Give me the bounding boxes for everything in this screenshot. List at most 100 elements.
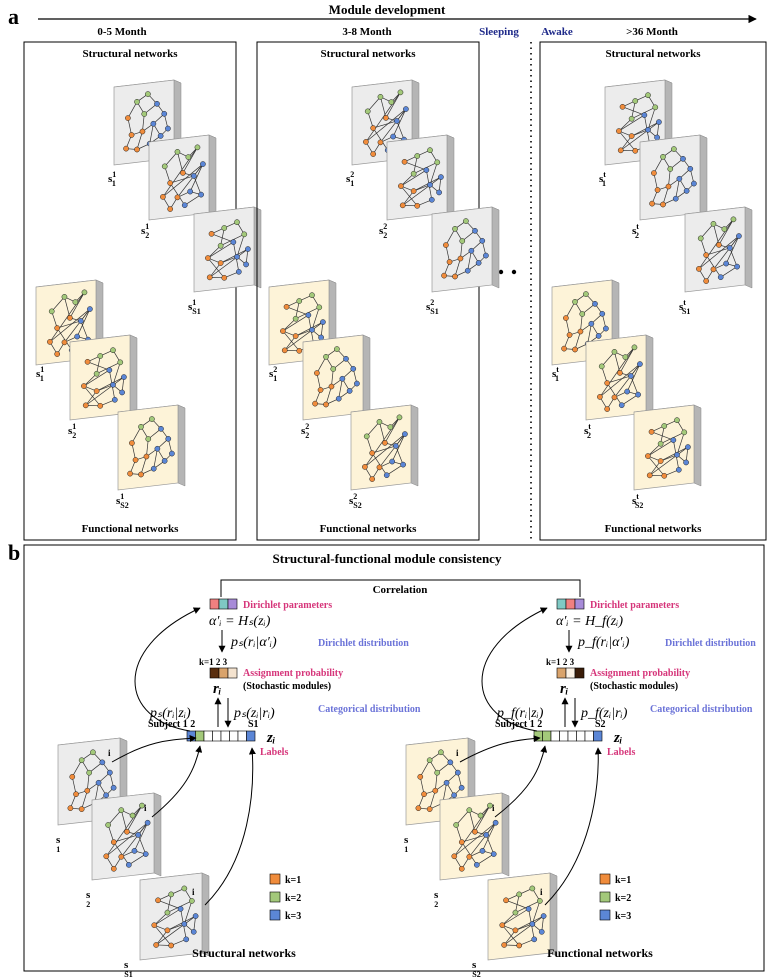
node-i-label: i (492, 803, 495, 813)
p-dirichlet: p_f(rᵢ|α′ᵢ) (577, 635, 630, 650)
structural-network-plate (386, 134, 455, 221)
age-group-frame (539, 41, 767, 541)
r-label: rᵢ (560, 681, 568, 697)
network-plate (91, 792, 162, 881)
functional-network-plate (350, 404, 419, 491)
z-label: zᵢ (613, 730, 622, 746)
structural-title: Structural networks (320, 48, 416, 60)
legend-swatch-k3 (599, 909, 611, 921)
subject-label: Subject 1 2 (148, 719, 195, 730)
network-plate (487, 872, 558, 961)
functional-network-plate (302, 334, 371, 421)
p-z-given-r: pₛ(zᵢ|rᵢ) (233, 706, 275, 721)
p-dirichlet: pₛ(rᵢ|α′ᵢ) (230, 635, 277, 650)
subject-label: Subject 1 2 (495, 719, 542, 730)
node-to-label-arrows-left (111, 607, 256, 906)
k-header: k=1 2 3 (546, 657, 575, 667)
labels-label: Labels (607, 747, 635, 758)
assignment-prob-block (556, 667, 585, 679)
legend-swatch-k1 (269, 873, 281, 885)
label-cell (567, 730, 577, 742)
structural-title: Structural networks (605, 48, 701, 60)
consistency-title: Structural-functional module consistency (273, 551, 502, 566)
dirichlet-param-block (209, 598, 238, 610)
node-i-label: i (540, 887, 543, 897)
functional-title: Functional networks (82, 523, 180, 535)
structural-network-plate (148, 134, 217, 221)
network-plate (139, 872, 210, 961)
legend-k2: k=2 (615, 893, 631, 904)
structural-networks-caption: Structural networks (192, 946, 296, 960)
correlation-bracket (220, 579, 581, 597)
p-z-given-r: p_f(zᵢ|rᵢ) (580, 706, 628, 721)
structural-network-plate (639, 134, 708, 221)
r-label: rᵢ (213, 681, 221, 697)
legend-k3: k=3 (285, 911, 301, 922)
functional-side: Dirichlet parameters α′ᵢ = H_f(zᵢ) p_f(r… (495, 598, 756, 758)
assignment-probability-label: Assignment probability (243, 668, 343, 679)
s1-end-label: S1 (248, 719, 259, 730)
alpha-equation: α′ᵢ = Hₛ(zᵢ) (209, 614, 271, 629)
label-cell (212, 730, 222, 742)
label-cell (220, 730, 230, 742)
legend-k2: k=2 (285, 893, 301, 904)
labels-label: Labels (260, 747, 288, 758)
module-development-label: Module development (329, 2, 446, 17)
legend-swatch-k2 (599, 891, 611, 903)
age-group-frame (256, 41, 480, 541)
node-i-label: i (192, 887, 195, 897)
age-group-frame (23, 41, 237, 541)
network-plate (439, 792, 510, 881)
label-cell (593, 730, 603, 742)
legend-k1: k=1 (285, 875, 301, 886)
label-cell (584, 730, 594, 742)
legend-swatch-k2 (269, 891, 281, 903)
functional-network-plate (585, 334, 654, 421)
dirichlet-parameters-label: Dirichlet parameters (243, 600, 332, 611)
legend-right: k=1 k=2 k=3 (599, 873, 631, 922)
legend-left: k=1 k=2 k=3 (269, 873, 301, 922)
label-cell (195, 730, 205, 742)
structural-network-plate (193, 206, 262, 293)
dirichlet-param-block (556, 598, 585, 610)
categorical-distribution-label: Categorical distribution (318, 704, 421, 715)
label-cell (203, 730, 213, 742)
panel-b-frame (23, 544, 765, 972)
node-to-label-arrows-right (459, 607, 602, 906)
label-cell (533, 730, 543, 742)
alpha-equation: α′ᵢ = H_f(zᵢ) (556, 614, 623, 629)
legend-k1: k=1 (615, 875, 631, 886)
label-cell (229, 730, 239, 742)
assignment-probability-label: Assignment probability (590, 668, 690, 679)
functional-networks-caption: Functional networks (547, 946, 653, 960)
correlation-label: Correlation (373, 584, 428, 596)
dirichlet-distribution-label: Dirichlet distribution (665, 638, 756, 649)
functional-title: Functional networks (320, 523, 418, 535)
dirichlet-parameters-label: Dirichlet parameters (590, 600, 679, 611)
stochastic-modules-label: (Stochastic modules) (590, 681, 678, 692)
label-cell (542, 730, 552, 742)
node-i-label: i (144, 803, 147, 813)
age-label-0: 0-5 Month (97, 26, 146, 38)
legend-swatch-k3 (269, 909, 281, 921)
age-label-1: 3-8 Month (342, 26, 391, 38)
label-vector (186, 730, 256, 742)
